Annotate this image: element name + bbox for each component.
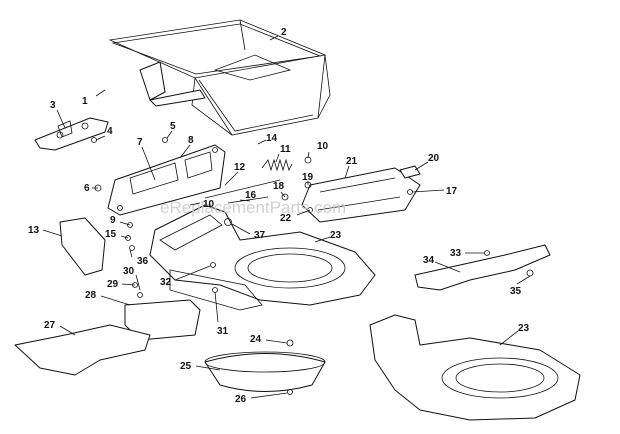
callout-33: 33 (450, 248, 462, 259)
callout-30: 30 (123, 266, 135, 277)
deck-lower (369, 314, 581, 421)
callout-36: 36 (137, 256, 149, 267)
callout-9: 9 (110, 215, 116, 226)
callout-5: 5 (170, 121, 176, 132)
callout-37: 37 (254, 230, 266, 241)
watermark: eReplacementParts.com (160, 198, 346, 217)
callout-14: 14 (266, 133, 278, 144)
callout-4: 4 (107, 126, 113, 137)
callout-21: 21 (346, 156, 358, 167)
catcher-frame (108, 19, 331, 136)
callout-23-lower: 23 (518, 323, 530, 334)
callout-22: 22 (280, 213, 292, 224)
callout-11: 11 (280, 144, 291, 155)
deflector-plate (301, 167, 421, 223)
bracket-3 (34, 117, 109, 151)
deck-upper (149, 204, 376, 311)
rod-12 (204, 179, 281, 199)
callout-7: 7 (137, 137, 143, 148)
side-chute-28 (124, 299, 201, 341)
callout-25: 25 (180, 361, 192, 372)
bowl-25 (204, 351, 326, 392)
callout-23-upper: 23 (330, 230, 342, 241)
callout-27: 27 (44, 320, 56, 331)
baffle-34 (414, 244, 551, 291)
callout-18: 18 (273, 181, 285, 192)
callout-32: 32 (160, 277, 172, 288)
callout-26: 26 (235, 394, 247, 405)
mounting-plate (107, 144, 226, 216)
callout-3: 3 (50, 100, 56, 111)
callout-19: 19 (302, 172, 314, 183)
callout-10-lower: 10 (203, 199, 215, 210)
callout-13: 13 (28, 225, 40, 236)
rod-16 (227, 196, 269, 204)
callout-8: 8 (188, 135, 194, 146)
callout-6: 6 (84, 183, 90, 194)
callout-31: 31 (217, 326, 229, 337)
callout-12: 12 (234, 162, 246, 173)
callout-20: 20 (428, 153, 440, 164)
callout-labels: 1 2 3 4 5 6 7 8 9 10 10 11 12 13 14 15 1… (28, 27, 530, 405)
bumper-20 (399, 165, 421, 179)
callout-1: 1 (82, 96, 88, 107)
bag-support (139, 61, 206, 107)
leader-lines (42, 35, 531, 399)
rear-guard (59, 217, 106, 276)
callout-28: 28 (85, 290, 97, 301)
callout-10-upper: 10 (317, 141, 329, 152)
callout-35: 35 (510, 286, 522, 297)
spring (261, 158, 293, 172)
side-chute-27 (14, 324, 151, 376)
callout-24: 24 (250, 334, 262, 345)
callout-2: 2 (281, 27, 287, 38)
callout-16: 16 (245, 190, 257, 201)
callout-29: 29 (107, 279, 119, 290)
callout-15: 15 (105, 229, 117, 240)
callout-34: 34 (423, 255, 435, 266)
callout-17: 17 (446, 186, 458, 197)
